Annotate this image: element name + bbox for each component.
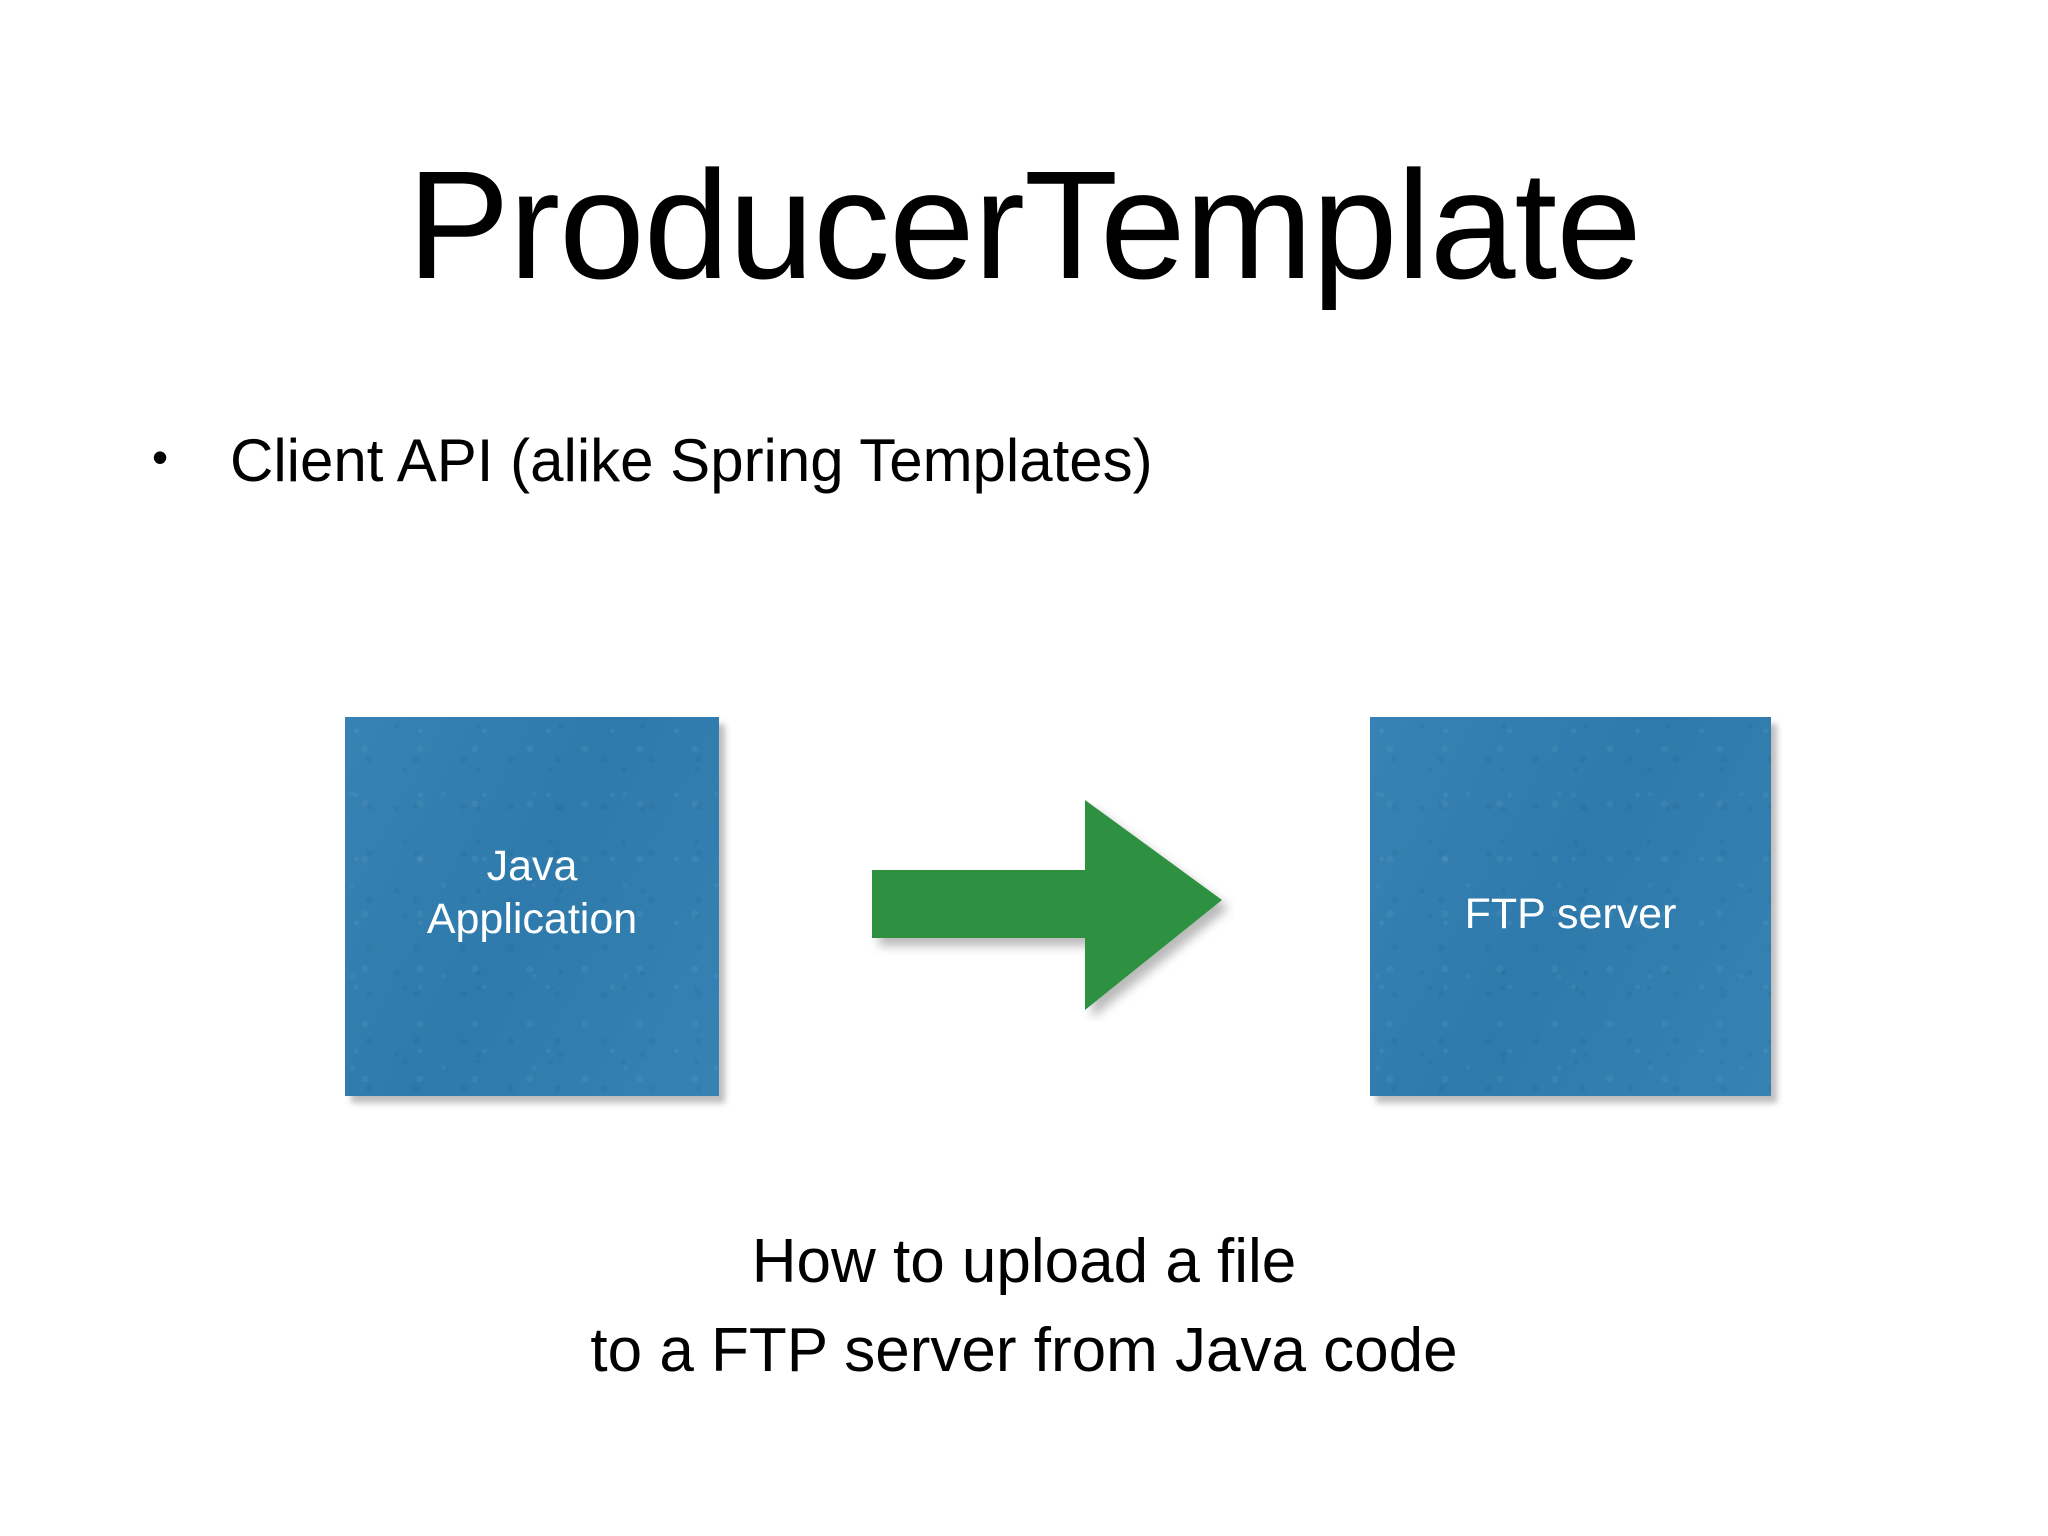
bullet-item-label: Client API (alike Spring Templates) xyxy=(230,427,1153,494)
caption-line-2: to a FTP server from Java code xyxy=(590,1315,1458,1385)
right-arrow-icon xyxy=(872,800,1222,1010)
caption-line-1: How to upload a file xyxy=(751,1227,1297,1296)
node-label-line-2: Application xyxy=(426,894,638,943)
diagram-node-ftp-server: FTP server xyxy=(1370,717,1771,1096)
bullet-dot-icon: • xyxy=(152,431,169,483)
node-label-line-1: Java xyxy=(486,842,578,891)
page-title: ProducerTemplate xyxy=(407,139,1642,311)
list-item: • Client API (alike Spring Templates) xyxy=(152,428,1153,494)
diagram-caption: How to upload a file to a FTP server fro… xyxy=(0,1218,2048,1395)
diagram-node-java-application: Java Application xyxy=(345,717,719,1096)
node-label: Java Application xyxy=(427,840,637,945)
node-label-line-1: FTP server xyxy=(1464,890,1677,939)
node-label: FTP server xyxy=(1465,888,1677,940)
